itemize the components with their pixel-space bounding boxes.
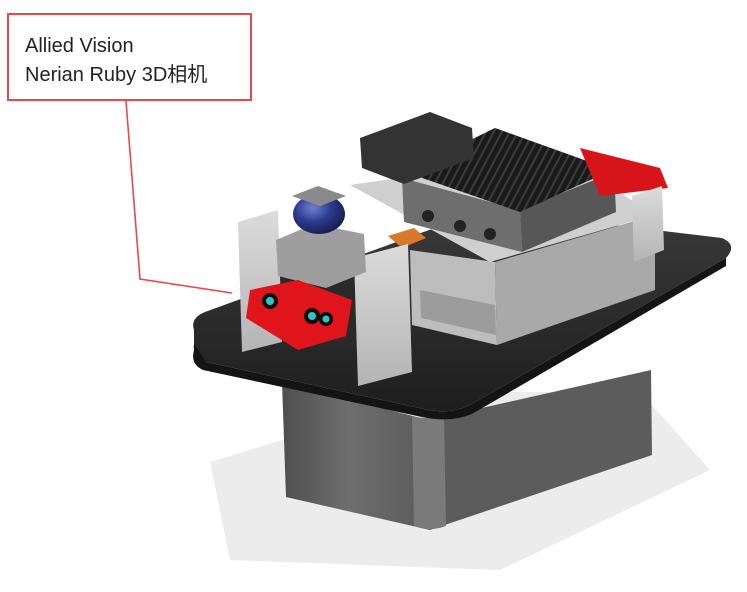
callout-leader-line: [125, 100, 233, 294]
callout-label-box: Allied Vision Nerian Ruby 3D相机: [7, 13, 252, 101]
side-connector-strip: [420, 290, 496, 335]
connector-port: [422, 210, 434, 222]
lidar-dome-icon: [293, 194, 345, 234]
center-upright: [354, 244, 412, 386]
lidar-base: [276, 224, 366, 288]
lower-body-corner: [412, 416, 446, 529]
lidar-cap: [292, 186, 346, 206]
red-rear-part: [580, 148, 668, 196]
right-upright: [632, 186, 664, 262]
rear-block: [360, 112, 474, 184]
connector-port: [484, 228, 496, 240]
callout-line-2: Nerian Ruby 3D相机: [25, 64, 208, 86]
connector-port: [454, 220, 466, 232]
callout-line-1: Allied Vision: [25, 35, 134, 57]
lower-body-front: [282, 382, 430, 530]
camera-lens-icon: [262, 293, 278, 309]
camera-lens-icon: [319, 312, 333, 326]
deck-box-side: [495, 215, 655, 345]
camera-lens-icon: [304, 308, 320, 324]
lower-body-side: [428, 370, 652, 530]
compute-module-side: [520, 172, 616, 252]
orange-accent-part: [388, 228, 426, 248]
